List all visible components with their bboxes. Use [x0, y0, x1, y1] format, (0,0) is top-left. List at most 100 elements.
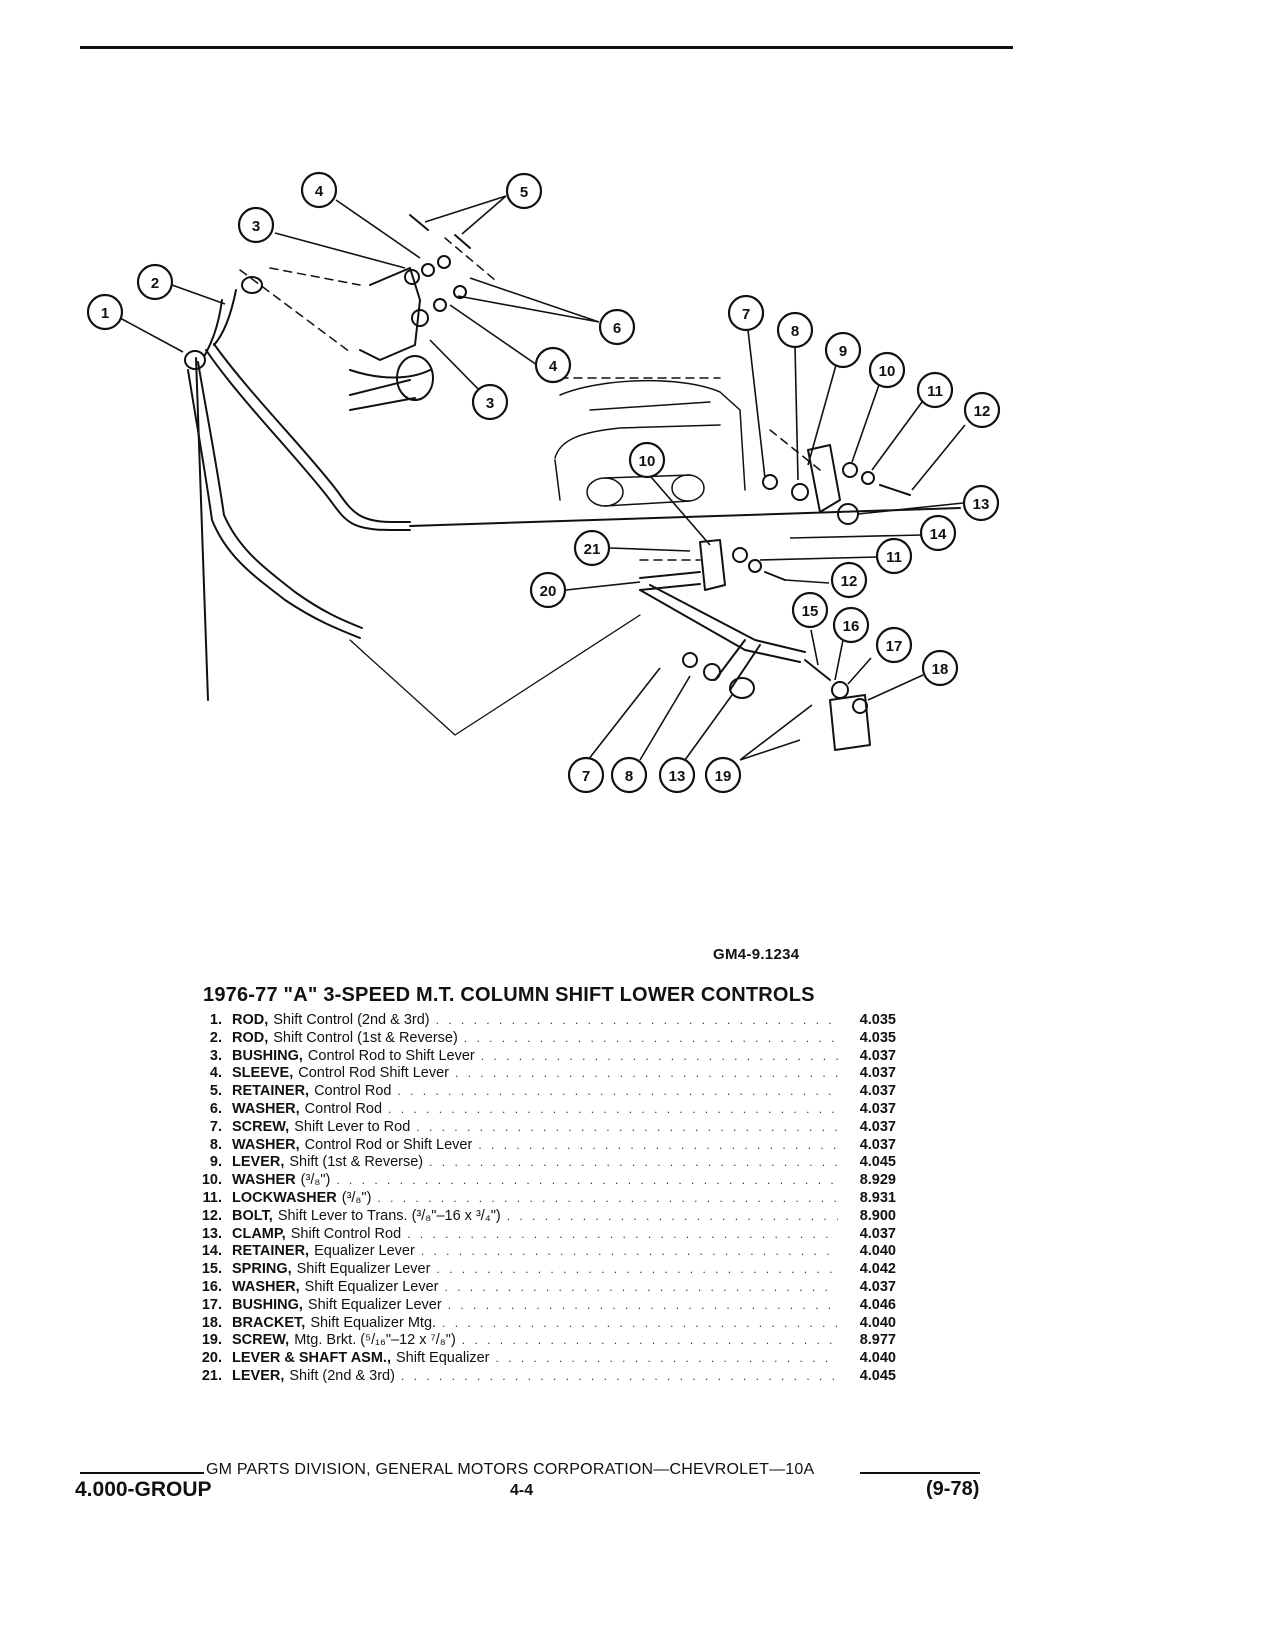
parts-list-row: 14.RETAINER,Equalizer Lever4.040: [180, 1243, 896, 1261]
part-group-code: 4.040: [859, 1350, 896, 1367]
part-number: 21.: [201, 1367, 222, 1384]
part-description: Shift (1st & Reverse): [289, 1154, 424, 1171]
parts-list-row: 5.RETAINER,Control Rod4.037: [180, 1083, 896, 1101]
callout-label: 3: [486, 395, 494, 412]
callout-label: 18: [932, 661, 949, 678]
dot-leader: [462, 1332, 838, 1350]
part-number: 12.: [201, 1207, 222, 1224]
part-number: 4.: [209, 1065, 222, 1082]
part-name: WASHER: [232, 1172, 296, 1189]
part-description: Control Rod to Shift Lever: [307, 1047, 475, 1064]
part-description: (³/₈"): [300, 1172, 331, 1189]
part-group-code: 4.045: [859, 1367, 896, 1384]
parts-list-row: 7.SCREW,Shift Lever to Rod4.037: [180, 1119, 896, 1137]
parts-list-row: 10.WASHER(³/₈")8.929: [180, 1172, 896, 1190]
dot-leader: [421, 1243, 838, 1261]
parts-list-row: 3.BUSHING,Control Rod to Shift Lever4.03…: [180, 1048, 896, 1066]
part-number: 13.: [201, 1225, 222, 1242]
right-lever-assembly: [762, 444, 911, 525]
part-group-code: 4.035: [859, 1029, 896, 1046]
part-number: 19.: [201, 1332, 222, 1349]
callout-label: 10: [879, 363, 896, 380]
callout-label: 7: [582, 768, 590, 785]
callout-label: 1: [101, 305, 109, 322]
dot-leader: [455, 1065, 838, 1083]
callout-label: 7: [742, 306, 750, 323]
dot-leader: [416, 1119, 838, 1137]
callout-label: 16: [843, 618, 860, 635]
dot-leader: [481, 1048, 838, 1066]
part-description: Control Rod: [304, 1100, 383, 1117]
part-description: Shift Equalizer: [395, 1350, 490, 1367]
top-rule: [80, 46, 1013, 49]
part-name: BRACKET,: [232, 1314, 306, 1331]
callout-label: 5: [520, 184, 528, 201]
part-name: WASHER,: [232, 1278, 300, 1295]
callout-label: 13: [973, 496, 990, 513]
exploded-parts-diagram: 1 2 3 4 5 6 4 3 7 8 9 10 11 12 13 14 11 …: [86, 171, 1001, 794]
part-group-code: 8.977: [859, 1332, 896, 1349]
footer-page-number: 4-4: [510, 1482, 534, 1499]
part-number: 9.: [209, 1154, 222, 1171]
callout-label: 10: [639, 453, 656, 470]
part-description: Shift Control Rod: [290, 1225, 402, 1242]
parts-list-row: 15.SPRING,Shift Equalizer Lever4.042: [180, 1261, 896, 1279]
part-name: SCREW,: [232, 1118, 290, 1135]
footer-rule-right: [860, 1472, 980, 1474]
dot-leader: [388, 1101, 838, 1119]
equalizer-lever-assembly: [639, 539, 871, 751]
part-description: Shift Control (1st & Reverse): [273, 1029, 458, 1046]
part-name: LEVER,: [232, 1154, 285, 1171]
dot-leader: [401, 1368, 838, 1386]
part-name: SCREW,: [232, 1332, 290, 1349]
part-group-code: 4.037: [859, 1118, 896, 1135]
callout-label: 17: [886, 638, 903, 655]
part-number: 5.: [209, 1083, 222, 1100]
figure-code: GM4-9.1234: [713, 946, 800, 963]
callout-label: 19: [715, 768, 732, 785]
dot-leader: [478, 1137, 838, 1155]
parts-list-row: 18.BRACKET,Shift Equalizer Mtg.4.040: [180, 1315, 896, 1333]
dot-leader: [377, 1190, 838, 1208]
part-group-code: 4.045: [859, 1154, 896, 1171]
parts-list-row: 16.WASHER,Shift Equalizer Lever4.037: [180, 1279, 896, 1297]
part-number: 3.: [209, 1047, 222, 1064]
part-name: SLEEVE,: [232, 1065, 294, 1082]
part-group-code: 4.037: [859, 1083, 896, 1100]
parts-list-row: 8.WASHER,Control Rod or Shift Lever4.037: [180, 1137, 896, 1155]
part-description: Control Rod or Shift Lever: [304, 1136, 473, 1153]
part-name: LEVER & SHAFT ASM.,: [232, 1350, 391, 1367]
part-group-code: 4.040: [859, 1243, 896, 1260]
part-name: LEVER,: [232, 1367, 285, 1384]
parts-list-row: 6.WASHER,Control Rod4.037: [180, 1101, 896, 1119]
control-rod-1: [187, 357, 363, 701]
part-group-code: 4.037: [859, 1225, 896, 1242]
callout-label: 12: [974, 403, 991, 420]
part-number: 2.: [209, 1029, 222, 1046]
part-description: Mtg. Brkt. (⁵/₁₆"–12 x ⁷/₈"): [294, 1332, 456, 1349]
part-name: WASHER,: [232, 1100, 300, 1117]
part-group-code: 4.042: [859, 1261, 896, 1278]
part-number: 15.: [201, 1261, 222, 1278]
part-description: Shift Lever to Trans. (³/₈"–16 x ³/₄"): [277, 1207, 501, 1224]
part-number: 11.: [202, 1189, 222, 1206]
parts-list: 1.ROD,Shift Control (2nd & 3rd)4.0352.RO…: [180, 1012, 896, 1386]
parts-list-row: 1.ROD,Shift Control (2nd & 3rd)4.035: [180, 1012, 896, 1030]
part-group-code: 4.037: [859, 1100, 896, 1117]
parts-list-title: 1976-77 "A" 3-SPEED M.T. COLUMN SHIFT LO…: [203, 984, 815, 1006]
part-name: CLAMP,: [232, 1225, 286, 1242]
callout-label: 21: [584, 541, 601, 558]
part-group-code: 4.037: [859, 1047, 896, 1064]
parts-list-row: 12.BOLT,Shift Lever to Trans. (³/₈"–16 x…: [180, 1208, 896, 1226]
part-description: Control Rod: [314, 1083, 392, 1100]
part-group-code: 4.046: [859, 1296, 896, 1313]
part-number: 8.: [209, 1136, 222, 1153]
part-group-code: 4.037: [859, 1278, 896, 1295]
dot-leader: [397, 1083, 838, 1101]
callout-label: 2: [151, 275, 159, 292]
callout-label: 9: [839, 343, 847, 360]
part-number: 18.: [201, 1314, 222, 1331]
footer-rule-left: [80, 1472, 204, 1474]
dot-leader: [464, 1030, 838, 1048]
part-description: Shift (2nd & 3rd): [289, 1367, 395, 1384]
